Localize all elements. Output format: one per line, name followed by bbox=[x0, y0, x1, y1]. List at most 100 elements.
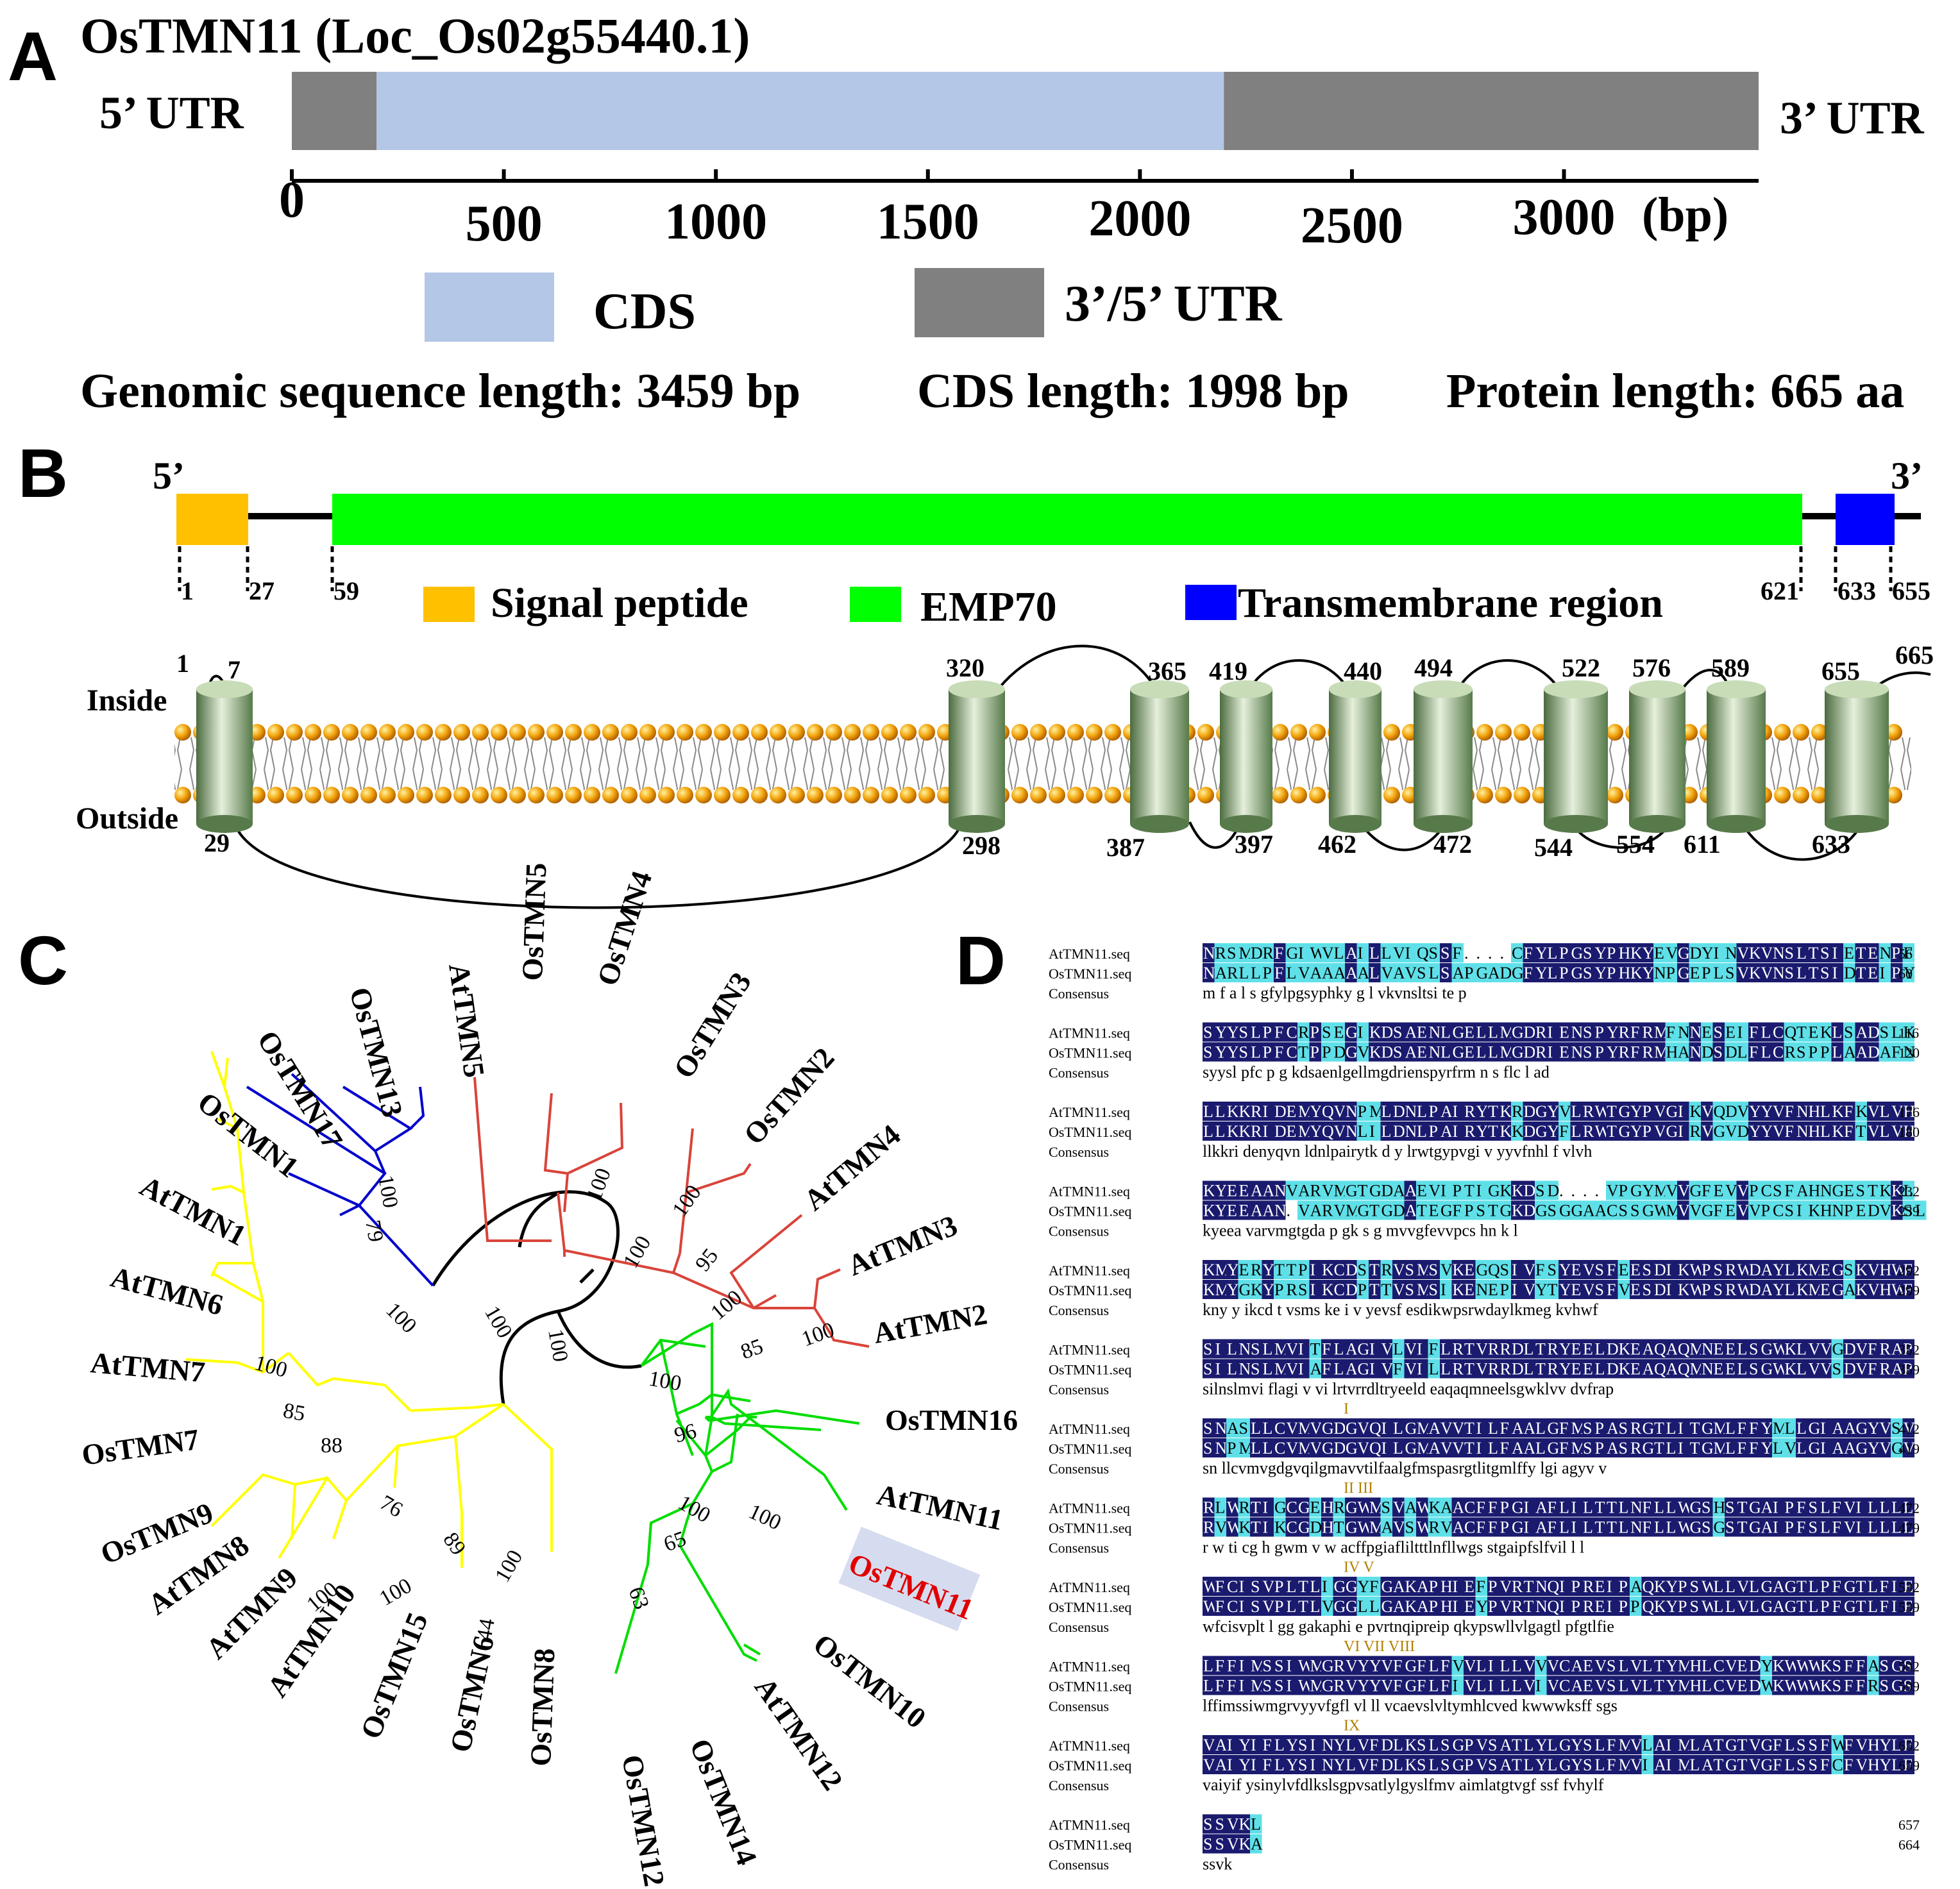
residue-number: 359 bbox=[1898, 1362, 1920, 1378]
svg-text:K: K bbox=[1832, 1102, 1845, 1121]
svg-text:P: P bbox=[1702, 1280, 1711, 1299]
helix-top-label: 1 bbox=[176, 649, 189, 678]
svg-text:K: K bbox=[1820, 1023, 1832, 1042]
svg-text:Q: Q bbox=[1785, 1023, 1797, 1042]
helix-bottom-label: 633 bbox=[1812, 830, 1850, 859]
lipid-head bbox=[918, 787, 935, 803]
svg-text:F: F bbox=[1607, 1280, 1616, 1299]
svg-text:V: V bbox=[1405, 1360, 1417, 1379]
alignment-row-label: AtTMN11.seq bbox=[1049, 1104, 1130, 1120]
svg-text:S: S bbox=[1749, 1360, 1758, 1379]
lipid-head bbox=[1011, 724, 1028, 741]
svg-text:E: E bbox=[1488, 1280, 1498, 1299]
svg-text:G: G bbox=[1690, 1182, 1702, 1200]
svg-text:V: V bbox=[1227, 1835, 1239, 1854]
svg-text:L: L bbox=[1880, 1518, 1890, 1537]
lipid-head bbox=[453, 787, 470, 803]
alignment-block: AtTMN11.seqOsTMN11.seqConsensusVVAAIIYYI… bbox=[1049, 1735, 1920, 1794]
residue-number: 592 bbox=[1898, 1659, 1920, 1675]
svg-text:T: T bbox=[1358, 1182, 1368, 1200]
svg-text:L: L bbox=[1714, 1577, 1724, 1596]
svg-text:V: V bbox=[1476, 1756, 1489, 1774]
svg-text:V: V bbox=[1630, 1736, 1643, 1754]
svg-text:Y: Y bbox=[1702, 944, 1714, 962]
svg-text:Y: Y bbox=[1227, 1043, 1239, 1062]
axis-unit: (bp) bbox=[1642, 188, 1728, 242]
svg-text:T: T bbox=[1524, 1597, 1534, 1616]
svg-text:G: G bbox=[1832, 1261, 1845, 1279]
svg-text:I: I bbox=[1666, 1261, 1672, 1279]
svg-text:A: A bbox=[1405, 1182, 1417, 1200]
svg-text:R: R bbox=[1287, 1280, 1298, 1299]
svg-text:G: G bbox=[1346, 1499, 1358, 1517]
svg-text:Y: Y bbox=[1369, 1677, 1381, 1695]
svg-text:S: S bbox=[1619, 1439, 1628, 1457]
svg-text:S: S bbox=[1417, 964, 1426, 982]
svg-text:Y: Y bbox=[1559, 1280, 1571, 1299]
svg-text:P: P bbox=[1429, 1597, 1438, 1616]
svg-text:R: R bbox=[1548, 1340, 1559, 1359]
svg-text:K: K bbox=[1749, 944, 1761, 962]
svg-text:A: A bbox=[1761, 1518, 1773, 1537]
emp70-domain bbox=[332, 494, 1802, 545]
svg-text:S: S bbox=[1274, 1657, 1283, 1675]
svg-text:I: I bbox=[1358, 944, 1364, 962]
svg-text:G: G bbox=[1761, 1597, 1773, 1616]
svg-text:D: D bbox=[1702, 1043, 1714, 1062]
svg-text:L: L bbox=[1440, 1360, 1451, 1379]
residue-number: 120 bbox=[1898, 1045, 1920, 1061]
helix-top-label: 589 bbox=[1711, 653, 1750, 682]
svg-text:V: V bbox=[1761, 964, 1773, 982]
svg-text:T: T bbox=[1464, 1360, 1474, 1379]
tree-leaf-label: OsTMN10 bbox=[807, 1627, 933, 1735]
lipid-head bbox=[174, 787, 191, 803]
svg-text:I: I bbox=[1856, 1518, 1862, 1537]
lipid-head bbox=[1067, 787, 1084, 803]
pos-label: 27 bbox=[249, 576, 275, 605]
svg-text:A: A bbox=[1346, 944, 1358, 962]
svg-text:S: S bbox=[1298, 1756, 1307, 1774]
svg-text:G: G bbox=[1298, 1499, 1310, 1517]
svg-text:F: F bbox=[1643, 1499, 1652, 1517]
lipid-head bbox=[305, 724, 321, 741]
svg-text:V: V bbox=[1405, 964, 1417, 982]
svg-text:R: R bbox=[1512, 1597, 1523, 1616]
svg-text:Q: Q bbox=[1488, 1261, 1500, 1279]
svg-text:E: E bbox=[1287, 1102, 1297, 1121]
svg-text:V: V bbox=[1725, 1182, 1737, 1200]
svg-text:G: G bbox=[1512, 964, 1524, 982]
svg-text:S: S bbox=[1714, 1043, 1723, 1062]
svg-text:V: V bbox=[1381, 1340, 1394, 1359]
svg-text:G: G bbox=[1559, 1736, 1571, 1754]
axis-tick-label: 1000 bbox=[664, 194, 767, 250]
svg-text:L: L bbox=[1263, 1419, 1273, 1438]
svg-text:P: P bbox=[1464, 1736, 1473, 1754]
svg-text:Y: Y bbox=[1334, 1736, 1346, 1754]
svg-text:Y: Y bbox=[1287, 1736, 1299, 1754]
svg-text:S: S bbox=[1785, 1202, 1794, 1220]
svg-text:G: G bbox=[1381, 1202, 1394, 1220]
svg-text:A: A bbox=[1346, 964, 1358, 982]
consensus-row: kyeea varvmgtgda p gk s g mvvgfevvpcs hn… bbox=[1203, 1222, 1518, 1240]
svg-text:P: P bbox=[1702, 1261, 1711, 1279]
lipid-head bbox=[416, 787, 433, 803]
svg-text:H: H bbox=[1619, 944, 1631, 962]
svg-text:N: N bbox=[1571, 1023, 1584, 1042]
svg-text:P: P bbox=[1274, 1280, 1283, 1299]
svg-text:I: I bbox=[1678, 1439, 1684, 1457]
bootstrap-value: 100 bbox=[376, 1574, 416, 1611]
svg-text:F: F bbox=[1714, 1202, 1723, 1220]
svg-text:L: L bbox=[1725, 1439, 1736, 1457]
svg-text:Q: Q bbox=[1322, 1102, 1334, 1121]
svg-text:S: S bbox=[1429, 1261, 1438, 1279]
svg-text:F: F bbox=[1702, 1182, 1711, 1200]
svg-text:N: N bbox=[1405, 1102, 1417, 1121]
svg-text:N: N bbox=[1405, 1122, 1417, 1141]
svg-text:T: T bbox=[1274, 1261, 1285, 1279]
svg-text:F: F bbox=[1393, 1677, 1402, 1695]
svg-text:V: V bbox=[1535, 1657, 1548, 1675]
tm-helix bbox=[1825, 680, 1889, 833]
svg-text:F: F bbox=[1476, 1499, 1485, 1517]
svg-text:I: I bbox=[1239, 1597, 1245, 1616]
svg-text:A: A bbox=[1643, 1340, 1655, 1359]
